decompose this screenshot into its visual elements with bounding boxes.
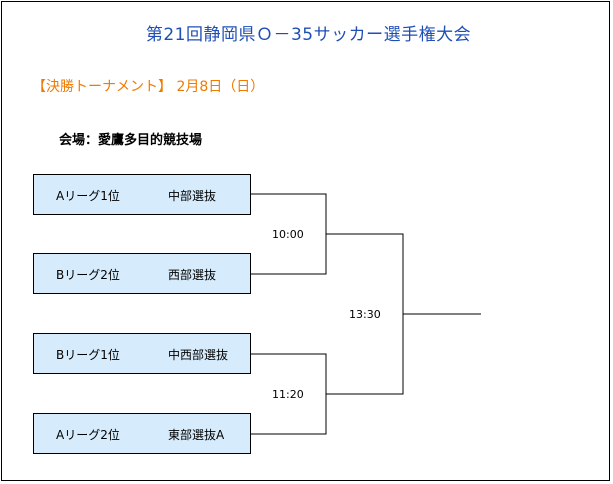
bracket-line-semifinal-1 [250, 193, 327, 275]
team-slot-label: Aリーグ2位 [56, 428, 120, 442]
team-name: 東部選抜A [168, 428, 225, 442]
bracket-team-box: Aリーグ1位 中部選抜 [33, 174, 251, 215]
round-label: 【決勝トーナメント】 2月8日（日） [32, 79, 265, 95]
bracket-lines [250, 193, 481, 435]
match-time-semifinal-1: 10:00 [272, 228, 304, 241]
team-name: 西部選抜 [168, 268, 217, 282]
team-slot-label: Bリーグ2位 [56, 268, 120, 282]
bracket-line-semifinal-2 [250, 353, 327, 435]
bracket-team-box: Bリーグ1位 中西部選抜 [33, 333, 251, 374]
bracket-line-final [326, 233, 404, 395]
match-time-semifinal-2: 11:20 [272, 388, 304, 401]
bracket-team-box: Aリーグ2位 東部選抜A [33, 413, 251, 454]
page-title: 第21回静岡県Ｏ－35サッカー選手権大会 [145, 25, 472, 45]
team-slot-label: Aリーグ1位 [56, 189, 120, 203]
team-slot-label: Bリーグ1位 [56, 348, 120, 362]
team-name: 中部選抜 [168, 189, 217, 203]
match-time-final: 13:30 [349, 308, 381, 321]
team-name: 中西部選抜 [168, 348, 229, 362]
venue-label: 会場：愛鷹多目的競技場 [59, 133, 203, 148]
bracket-team-box: Bリーグ2位 西部選抜 [33, 253, 251, 294]
